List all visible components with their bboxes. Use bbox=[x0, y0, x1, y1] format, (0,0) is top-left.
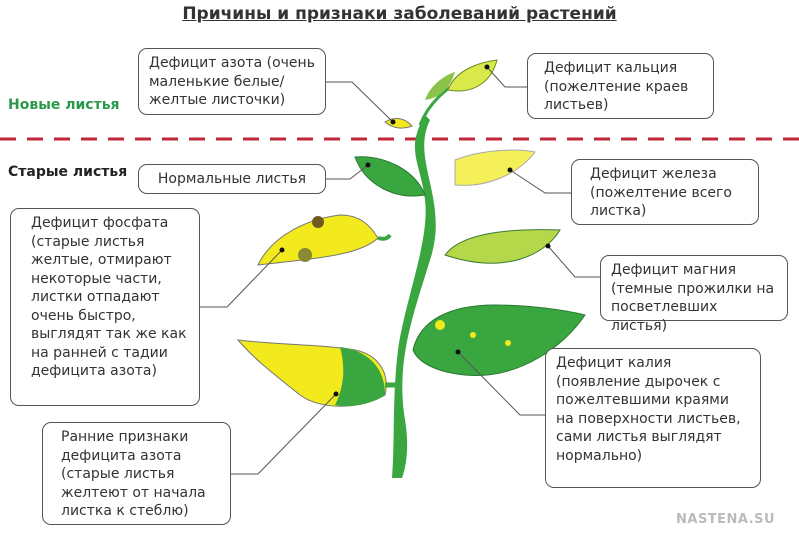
leaf-spot bbox=[312, 216, 324, 228]
pointer-lines bbox=[200, 66, 600, 475]
leaf-magnesium bbox=[444, 229, 561, 264]
leaf-hole bbox=[435, 320, 445, 330]
new-leaves-label: Новые листья bbox=[8, 97, 120, 113]
leaf-normal bbox=[354, 156, 426, 197]
watermark: NASTENA.SU bbox=[676, 512, 776, 527]
leaf-hole bbox=[505, 340, 511, 346]
callout-calcium: Дефицит кальция (пожелтение краев листье… bbox=[527, 53, 714, 119]
leaf-nitrogen-new bbox=[384, 118, 413, 129]
callout-nitrogen-early: Ранние признаки дефицита азота (старые л… bbox=[42, 422, 231, 525]
old-leaves-label: Старые листья bbox=[8, 164, 128, 180]
leaf-potassium bbox=[412, 304, 586, 376]
callout-nitrogen-new: Дефицит азота (очень маленькие белые/ же… bbox=[138, 48, 326, 115]
leaf-green-part bbox=[335, 347, 385, 407]
leaf-young bbox=[425, 72, 455, 100]
leaf-spot bbox=[298, 248, 312, 262]
leaf-iron bbox=[454, 149, 536, 186]
callout-phosphate: Дефицит фосфата (старые листья желтые, о… bbox=[10, 208, 200, 406]
leaf-stalk bbox=[377, 233, 392, 241]
callout-normal: Нормальные листья bbox=[138, 164, 326, 194]
callout-potassium: Дефицит калия (появление дырочек с пожел… bbox=[545, 348, 761, 488]
page-title: Причины и признаки заболеваний растений bbox=[182, 4, 617, 24]
leaf-calcium bbox=[447, 59, 498, 92]
leaf-phosphate bbox=[257, 214, 379, 266]
callout-iron: Дефицит железа (пожелтение всего листка) bbox=[571, 159, 759, 225]
stem bbox=[392, 115, 436, 478]
leaf-hole bbox=[470, 332, 476, 338]
callout-magnesium: Дефицит магния (темные прожилки на посве… bbox=[600, 255, 788, 334]
pointer-dots bbox=[279, 64, 551, 397]
